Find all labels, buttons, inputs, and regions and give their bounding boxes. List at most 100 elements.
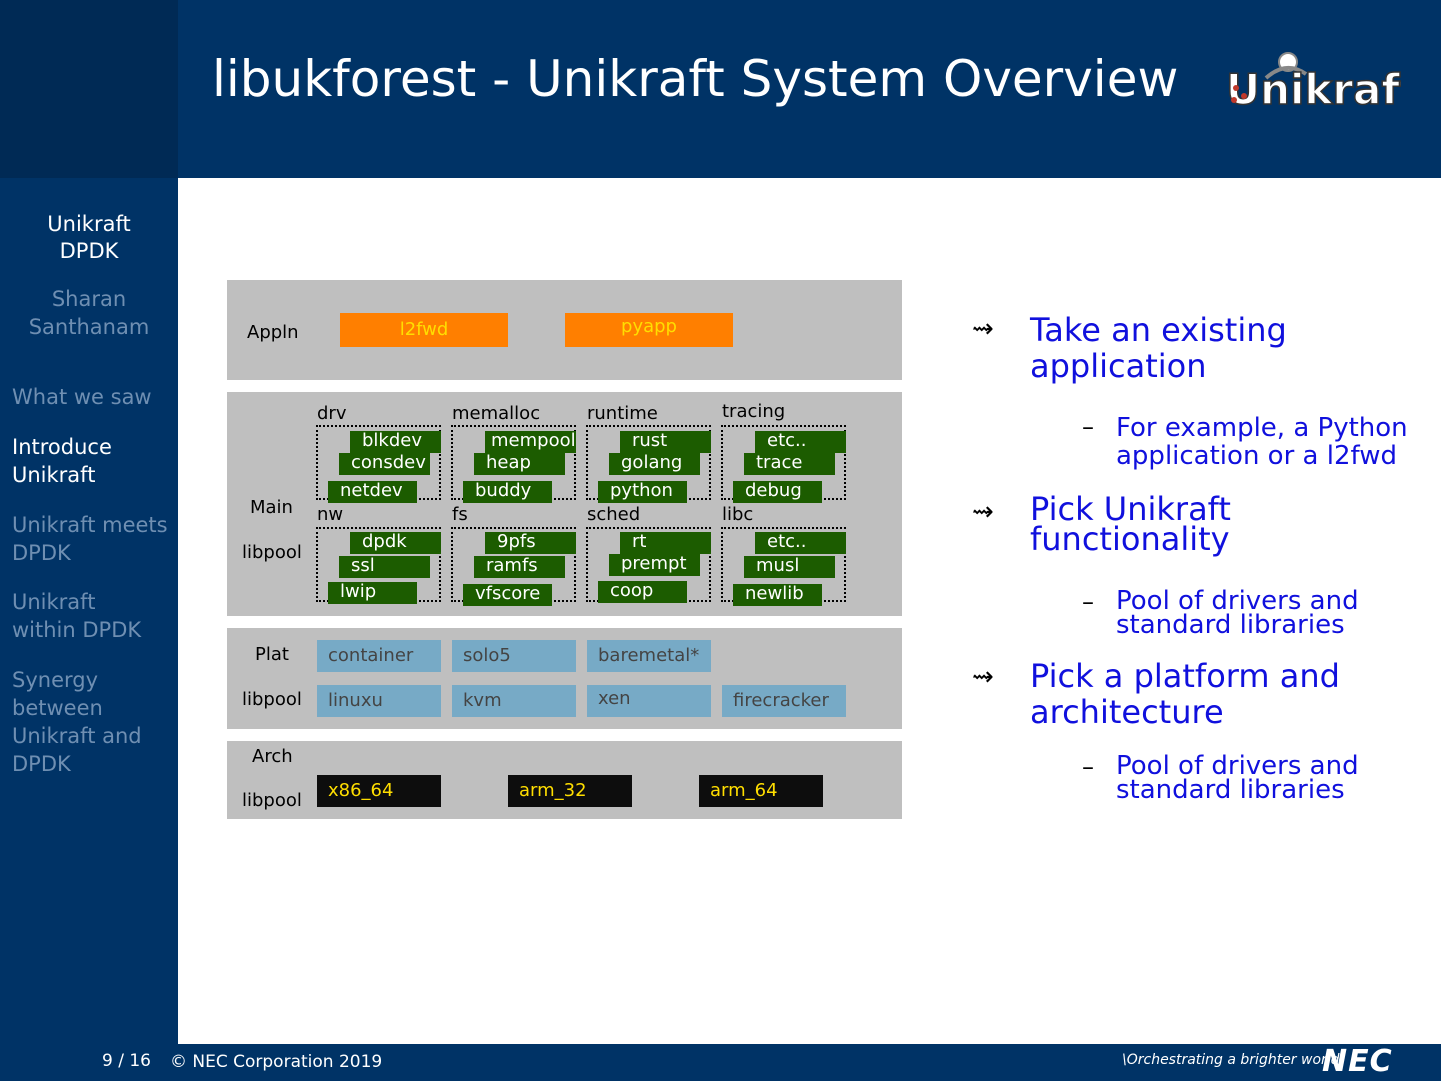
nav-label: Unikraft meets <box>12 513 168 537</box>
lib-box: coop <box>598 581 687 603</box>
squiggle-arrow-icon: ⇝ <box>972 314 994 344</box>
tagline-text: \Orchestrating a brighter world <box>1122 1052 1340 1068</box>
slide-header <box>178 0 1441 178</box>
nav-label: DPDK <box>12 752 71 776</box>
main-label: Main <box>250 497 293 518</box>
nav-label: Unikraft <box>12 463 96 487</box>
bullet-line: Pick Unikraft <box>1030 490 1231 528</box>
arch-box: arm_32 <box>508 775 632 807</box>
lib-box: vfscore <box>463 584 552 606</box>
plat-box: firecracker <box>722 685 846 717</box>
bullet-line: functionality <box>1030 520 1230 558</box>
copyright-text: © NEC Corporation 2019 <box>170 1052 383 1072</box>
lib-box: netdev <box>328 481 417 503</box>
plat-box: kvm <box>452 685 576 717</box>
lib-box: python <box>598 481 687 503</box>
bullet-line: application <box>1030 347 1207 385</box>
arch-box: arm_64 <box>699 775 823 807</box>
plat-label: Plat <box>255 644 289 665</box>
lib-box: rust <box>620 431 711 453</box>
lib-box: blkdev <box>350 431 441 453</box>
lib-box: etc.. <box>755 431 846 453</box>
lib-box: 9pfs <box>485 532 576 554</box>
nav-label: DPDK <box>12 541 71 565</box>
sidebar-header <box>0 0 178 178</box>
group-title: runtime <box>587 403 658 424</box>
lib-box: etc.. <box>755 532 846 554</box>
libpool-label: libpool <box>242 542 302 563</box>
bullet-text: Pick a platform and architecture <box>1030 658 1340 730</box>
group-title: drv <box>317 403 347 424</box>
lib-box: lwip <box>328 582 417 604</box>
lib-box: rt <box>620 532 711 554</box>
nav-label: Introduce <box>12 435 112 459</box>
arch-label: Arch <box>252 746 293 767</box>
group-title: nw <box>317 504 344 525</box>
sub-bullet-text: For example, a Python application or a l… <box>1116 414 1408 470</box>
dash-icon: – <box>1082 413 1094 441</box>
author-name: Sharan <box>51 287 127 311</box>
nav-what-we-saw[interactable]: What we saw <box>12 383 178 411</box>
lib-box: prempt <box>609 554 700 576</box>
nav-label: Unikraft and <box>12 724 142 748</box>
lib-box: newlib <box>733 584 822 606</box>
sub-bullet-text: Pool of drivers and standard libraries <box>1116 586 1359 640</box>
nec-logo: NEC <box>1322 1044 1393 1079</box>
arch-box: x86_64 <box>317 775 441 807</box>
nav-unikraft-meets-dpdk[interactable]: Unikraft meets DPDK <box>12 511 178 567</box>
sub-bullet-text: Pool of drivers and standard libraries <box>1116 751 1359 805</box>
lib-box: trace <box>744 453 835 475</box>
nav-label: between <box>12 696 103 720</box>
app-box: l2fwd <box>340 313 508 347</box>
nav-synergy[interactable]: Synergy between Unikraft and DPDK <box>12 666 178 778</box>
author-name-line2: Santhanam <box>28 315 150 339</box>
lib-box: consdev <box>339 453 430 475</box>
squiggle-arrow-icon: ⇝ <box>972 662 994 692</box>
squiggle-arrow-icon: ⇝ <box>972 497 994 527</box>
libpool-label: libpool <box>242 790 302 811</box>
sub-bullet-line: Pool of drivers and <box>1116 751 1359 781</box>
sub-bullet-line: Pool of drivers and <box>1116 586 1359 616</box>
sub-bullet-line: For example, a Python <box>1116 413 1408 443</box>
lib-box: ramfs <box>474 556 565 578</box>
sub-bullet-line: standard libraries <box>1116 775 1345 805</box>
nav-label: What we saw <box>12 385 152 409</box>
nav-label: within DPDK <box>12 618 142 642</box>
svg-text:Unikraft: Unikraft <box>1226 65 1401 110</box>
lib-box: mempool <box>485 431 576 453</box>
sub-bullet-line: standard libraries <box>1116 610 1345 640</box>
nav-unikraft-within-dpdk[interactable]: Unikraft within DPDK <box>12 588 178 644</box>
lib-box: buddy <box>463 481 552 503</box>
lib-box: heap <box>474 453 565 475</box>
app-box: pyapp <box>565 313 733 347</box>
lib-box: ssl <box>339 556 430 578</box>
lib-box: dpdk <box>350 532 441 554</box>
plat-box: linuxu <box>317 685 441 717</box>
lib-box: musl <box>744 556 835 578</box>
plat-box: solo5 <box>452 640 576 672</box>
plat-box: container <box>317 640 441 672</box>
bullet-line: architecture <box>1030 693 1224 731</box>
talk-title: Unikraft <box>47 212 131 236</box>
appln-panel <box>227 280 902 380</box>
dash-icon: – <box>1082 753 1094 781</box>
group-title: libc <box>722 504 754 525</box>
bullet-text: Take an existing application <box>1030 312 1287 384</box>
page-number: 9 / 16 <box>102 1051 151 1071</box>
slide-title: libukforest - Unikraft System Overview <box>212 50 1179 108</box>
bullet-text: Pick Unikraft functionality <box>1030 490 1231 558</box>
slide-footer <box>0 1044 1441 1081</box>
nav-label: Synergy <box>12 668 99 692</box>
libpool-label: libpool <box>242 689 302 710</box>
unikraft-logo: Unikraft <box>1226 52 1401 110</box>
appln-label: Appln <box>247 322 299 343</box>
nav-introduce-unikraft[interactable]: Introduce Unikraft <box>12 433 178 489</box>
bullet-line: Pick a platform and <box>1030 657 1340 695</box>
nav-label: Unikraft <box>12 590 96 614</box>
talk-title-line2: DPDK <box>59 239 119 263</box>
dash-icon: – <box>1082 588 1094 616</box>
lib-box: debug <box>733 481 822 503</box>
lib-box: golang <box>609 453 700 475</box>
bullet-line: Take an existing <box>1030 311 1287 349</box>
plat-box: baremetal* <box>587 640 711 672</box>
